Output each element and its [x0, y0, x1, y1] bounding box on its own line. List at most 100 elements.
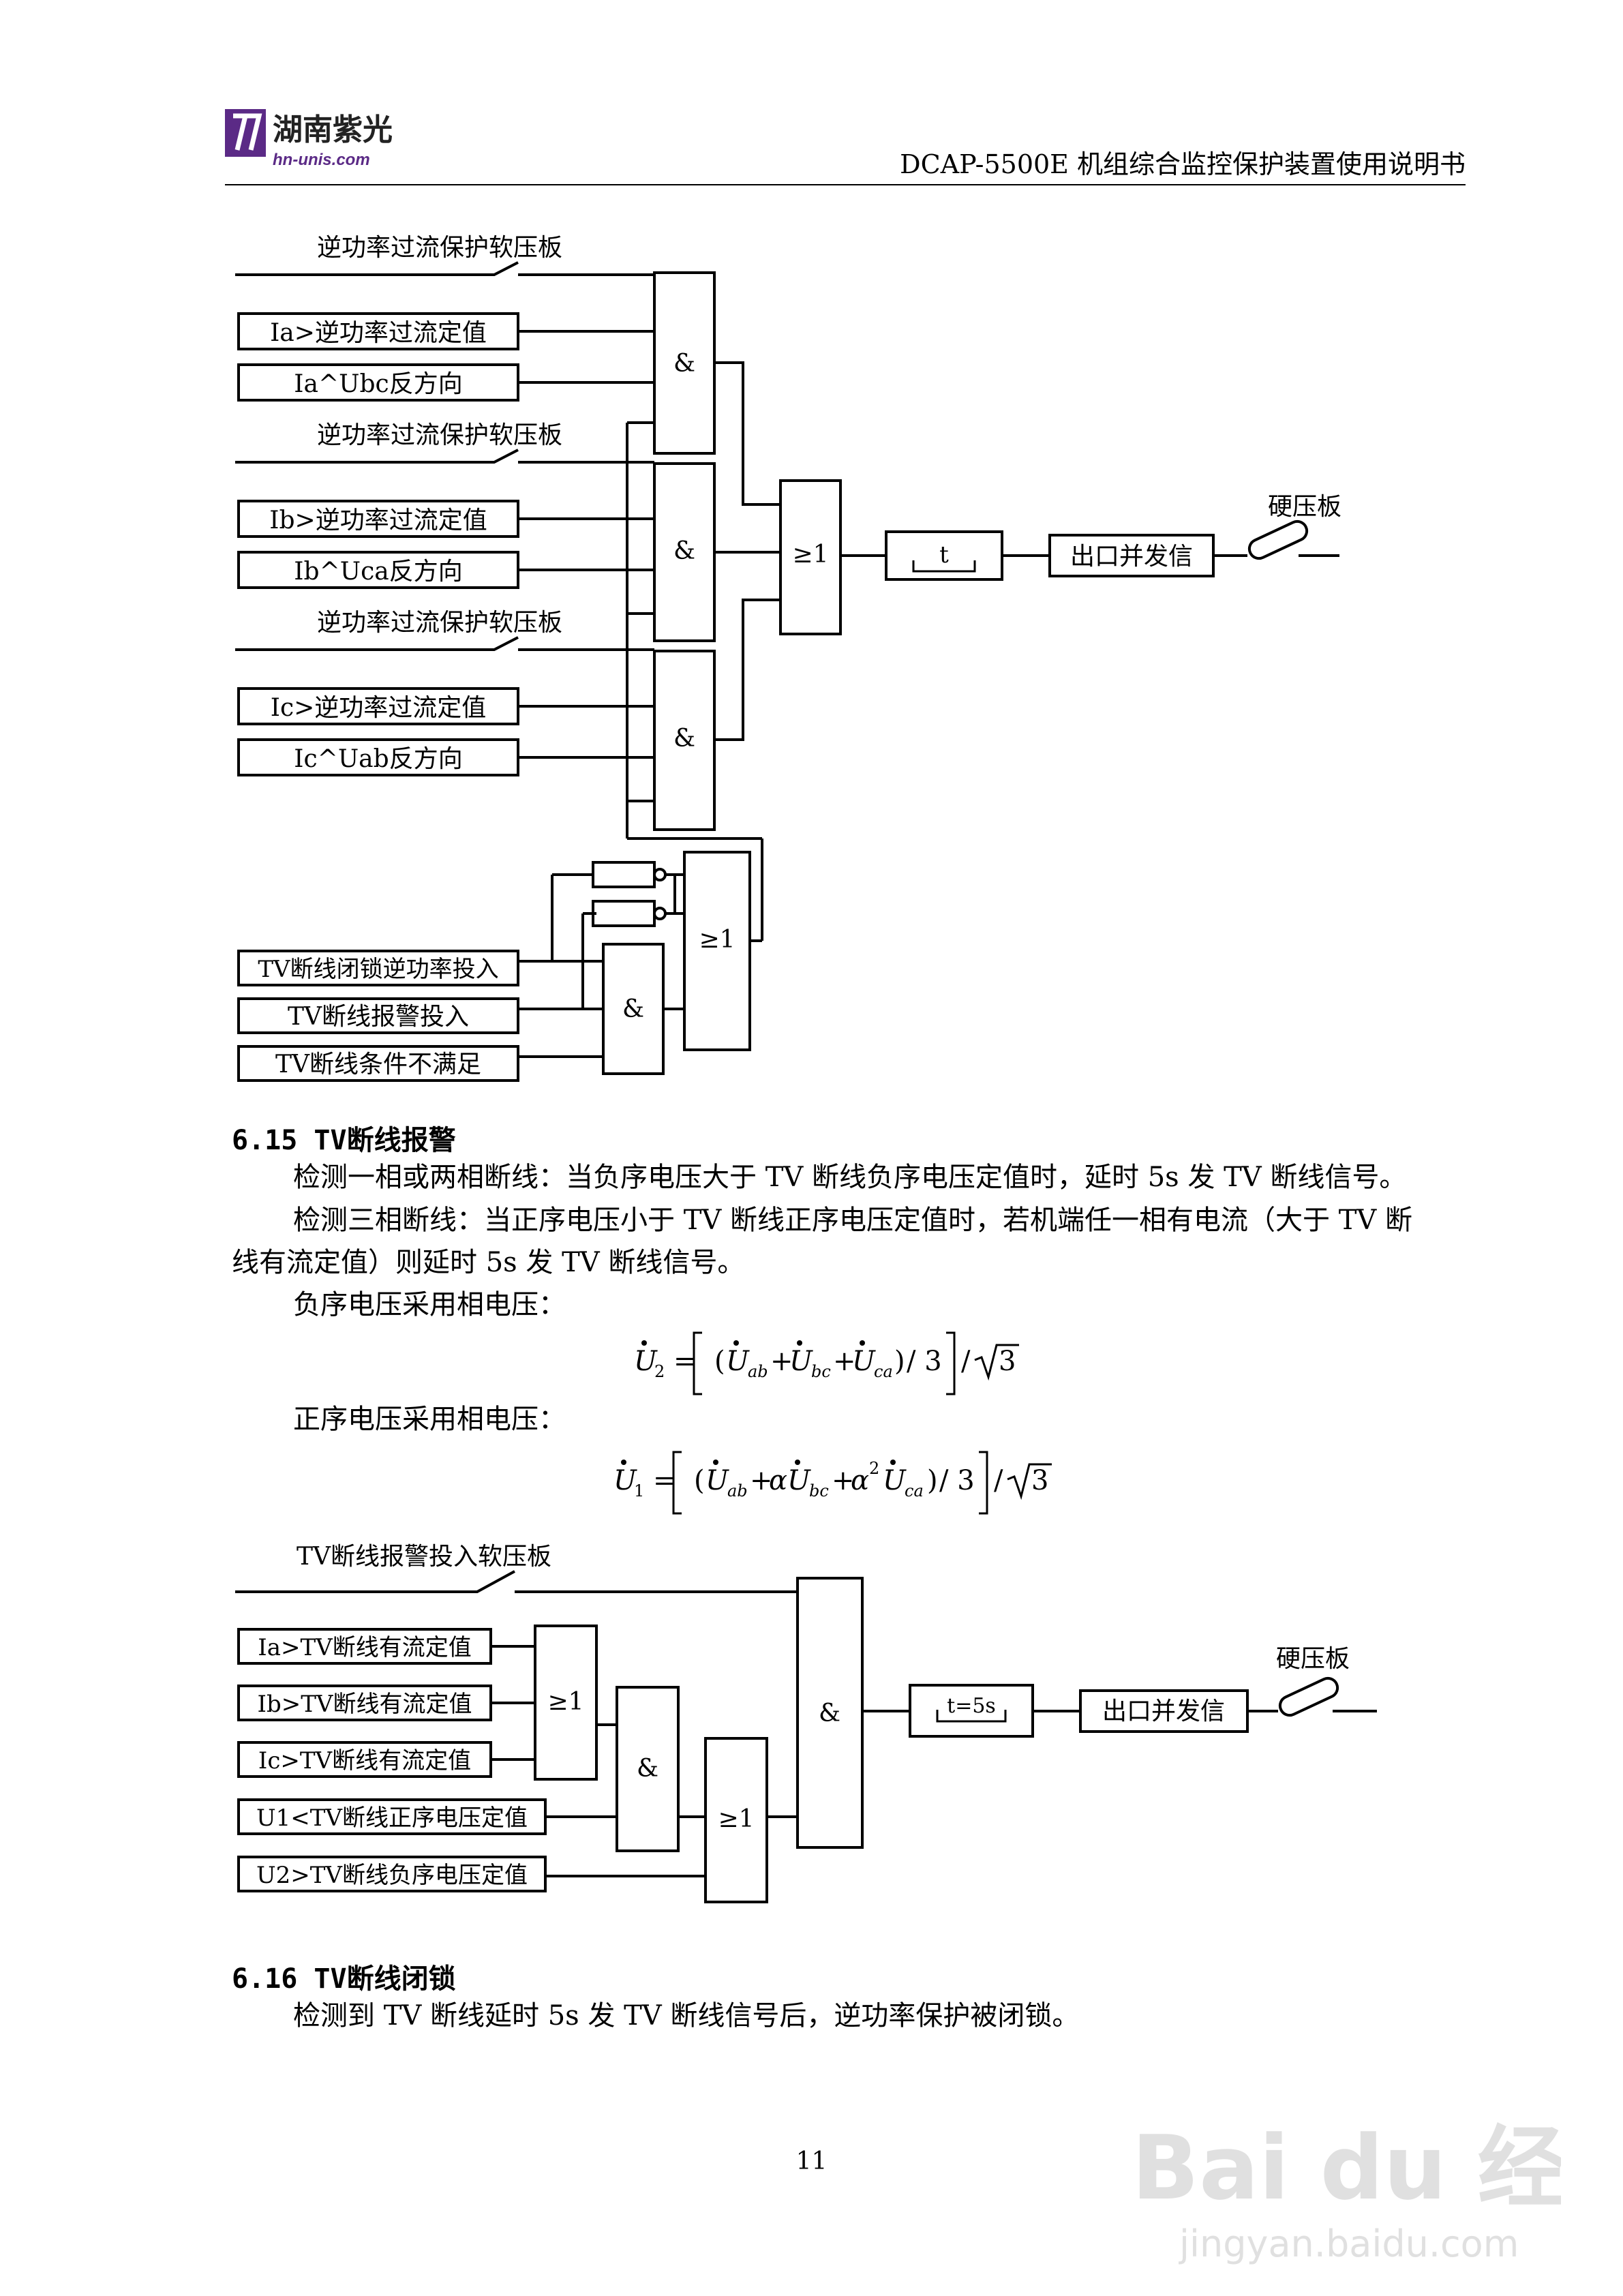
tv-softplate-switch: [235, 1570, 515, 1593]
f2-div3: / 3: [939, 1465, 975, 1496]
svg-text:+: +: [833, 1346, 856, 1377]
input-tv-cond: TV断线条件不满足: [275, 1051, 481, 1078]
input-u1: U1<TV断线正序电压定值: [256, 1804, 528, 1832]
f1-term2: U: [789, 1346, 813, 1377]
section-6-16-p1: 检测到 TV 断线延时 5s 发 TV 断线信号后，逆功率保护被闭锁。: [293, 2000, 1080, 2031]
input-tv-lock: TV断线闭锁逆功率投入: [258, 956, 498, 983]
f2-alpha2: α: [851, 1465, 869, 1496]
svg-text:): ): [927, 1465, 938, 1496]
company-logo: 湖南紫光 hn-unis.com: [225, 102, 429, 177]
watermark-brand: Bai du 经验: [1132, 2116, 1561, 2220]
input-box-u2: [237, 1856, 547, 1892]
softplate-label-a: 逆功率过流保护软压板: [317, 234, 562, 262]
input-ia-dir: Ia^Ubc反方向: [294, 370, 462, 398]
section-6-15-p1: 检测一相或两相断线：当负序电压大于 TV 断线负序电压定值时，延时 5s 发 T…: [293, 1162, 1407, 1193]
f1-sub1: ab: [748, 1362, 768, 1381]
f2-sup2: 2: [869, 1459, 879, 1478]
inverter-bubble-2: [653, 907, 667, 920]
or-gate-main-label: ≥1: [792, 541, 828, 569]
formula-negative-sequence: U 2 = ( U ab + U bc + U ca ) / 3 / 3: [634, 1331, 1019, 1395]
f1-sub2: bc: [811, 1362, 831, 1381]
or-gate-voltage-label: ≥1: [718, 1805, 754, 1833]
input-ib-over: Ib>逆功率过流定值: [269, 507, 487, 534]
logic-diagram-reverse-power: 逆功率过流保护软压板 Ia>逆功率过流定值 Ia^Ubc反方向 & 逆功率过流保…: [235, 234, 1341, 1082]
tv-hard-plate-switch: [1278, 1676, 1377, 1717]
hard-plate-switch: [1247, 519, 1339, 560]
page-number: 11: [795, 2147, 828, 2175]
f2-term3: U: [883, 1465, 907, 1496]
or-gate-main: [779, 479, 842, 635]
and-gate-a-label: &: [673, 350, 695, 378]
softplate-switch-a: [235, 261, 519, 276]
and-gate-tv-label: &: [622, 995, 644, 1023]
section-6-15-p2-line2: 线有流定值）则延时 5s 发 TV 断线信号。: [232, 1247, 745, 1278]
f1-sub3: ca: [874, 1362, 893, 1381]
tv-hard-plate-label: 硬压板: [1276, 1645, 1350, 1673]
logo-text-en: hn-unis.com: [273, 151, 370, 169]
buffer-1: [592, 861, 656, 888]
f2-term1: U: [706, 1465, 729, 1496]
f2-sub3: ca: [905, 1481, 924, 1500]
and-gate-final: [796, 1577, 864, 1849]
logic-diagram-tv-alarm: TV断线报警投入软压板 Ia>TV断线有流定值 Ib>TV断线有流定值 Ic>T…: [235, 1543, 1377, 1903]
input-tv-alarm: TV断线报警投入: [288, 1003, 469, 1031]
output-label: 出口并发信: [1070, 543, 1193, 571]
and-gate-b-label: &: [673, 537, 695, 565]
input-ic-dir: Ic^Uab反方向: [294, 745, 462, 773]
input-ia-tv: Ia>TV断线有流定值: [258, 1634, 471, 1661]
svg-text:=: =: [673, 1346, 697, 1377]
section-6-15-p3: 负序电压采用相电压：: [293, 1289, 566, 1320]
f1-div3: / 3: [907, 1346, 942, 1377]
svg-text:/: /: [994, 1465, 1003, 1496]
softplate-switch-b: [235, 449, 519, 464]
svg-text:(: (: [694, 1465, 705, 1496]
f1-term3: U: [852, 1346, 876, 1377]
or-gate-current: [534, 1625, 598, 1781]
buffer-2: [592, 900, 656, 927]
input-box-tv-alarm: [237, 997, 519, 1034]
section-6-16-heading: 6.16 TV断线闭锁: [232, 1963, 456, 1995]
f2-lhs-var: U: [613, 1465, 637, 1496]
and-gate-three-phase-label: &: [637, 1755, 658, 1783]
timer-5s-label: t=5s: [947, 1694, 996, 1718]
section-6-15-heading: 6.15 TV断线报警: [232, 1125, 456, 1156]
f1-sqrt3: 3: [999, 1346, 1016, 1377]
svg-text:=: =: [653, 1465, 676, 1496]
input-ia-over: Ia>逆功率过流定值: [270, 319, 487, 347]
softplate-label-b: 逆功率过流保护软压板: [317, 421, 562, 449]
section-6-15-p4: 正序电压采用相电压：: [293, 1404, 566, 1435]
section-6-15-p2-line1: 检测三相断线：当正序电压小于 TV 断线正序电压定值时，若机端任一相有电流（大于…: [293, 1205, 1412, 1236]
input-ib-tv: Ib>TV断线有流定值: [258, 1691, 472, 1718]
logo-graphic: 湖南紫光 hn-unis.com: [225, 109, 393, 169]
input-ib-dir: Ib^Uca反方向: [294, 558, 462, 586]
svg-text:/: /: [961, 1346, 971, 1377]
baidu-watermark: Bai du 经验 jingyan.baidu.com: [1118, 2079, 1623, 2277]
svg-text:+: +: [770, 1346, 793, 1377]
or-gate-tv-label: ≥1: [699, 926, 735, 954]
input-ic-over: Ic>逆功率过流定值: [271, 694, 487, 722]
f2-sqrt3: 3: [1031, 1465, 1048, 1496]
input-ic-tv: Ic>TV断线有流定值: [258, 1747, 471, 1774]
watermark-url: jingyan.baidu.com: [1179, 2222, 1519, 2265]
header-divider: [225, 184, 1466, 185]
or-gate-voltage: [704, 1737, 768, 1903]
softplate-label-c: 逆功率过流保护软压板: [317, 609, 562, 637]
or-gate-current-label: ≥1: [547, 1688, 583, 1716]
tv-softplate-label: TV断线报警投入软压板: [297, 1543, 551, 1571]
f1-lhs-sub: 2: [654, 1362, 665, 1381]
f2-alpha1: α: [769, 1465, 787, 1496]
input-box-tv-cond: [237, 1045, 519, 1082]
svg-text:(: (: [714, 1346, 725, 1377]
document-title: DCAP-5500E 机组综合监控保护装置使用说明书: [900, 149, 1466, 179]
f2-term2: U: [787, 1465, 811, 1496]
f2-sub2: bc: [809, 1481, 829, 1500]
svg-text:+: +: [750, 1465, 773, 1496]
input-box-tv-lock: [237, 950, 519, 986]
svg-text:+: +: [832, 1465, 855, 1496]
f1-lhs-var: U: [634, 1346, 658, 1377]
input-u2: U2>TV断线负序电压定值: [256, 1862, 528, 1889]
and-gate-final-label: &: [819, 1700, 840, 1727]
logo-text-cn: 湖南紫光: [273, 112, 393, 147]
and-gate-three-phase: [616, 1686, 680, 1852]
or-gate-tv: [683, 851, 751, 1051]
